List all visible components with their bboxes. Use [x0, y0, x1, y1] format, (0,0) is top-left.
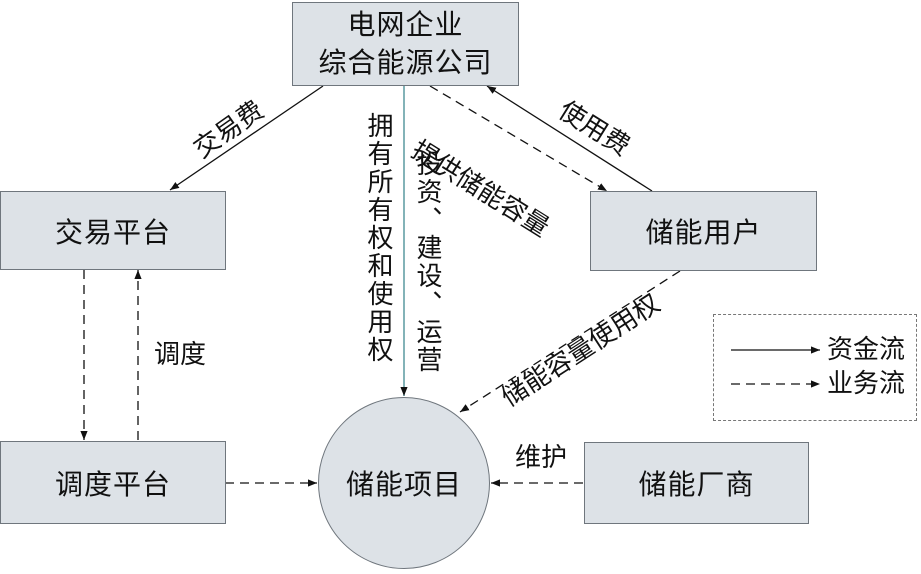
node-dispatch-platform: 调度平台 — [0, 441, 226, 524]
legend — [713, 314, 917, 421]
label-maintenance: 维护 — [515, 443, 568, 473]
node-dispatch-platform-label: 调度平台 — [54, 467, 171, 501]
node-storage-user-label: 储能用户 — [645, 216, 762, 249]
label-ownership: 拥有所有权和使用权 — [363, 112, 393, 364]
label-dispatch: 调度 — [154, 340, 207, 370]
edge-trading-fee — [169, 85, 324, 191]
node-grid-company-line2: 综合能源公司 — [318, 46, 493, 79]
node-trading-platform: 交易平台 — [0, 191, 226, 270]
node-storage-project: 储能项目 — [318, 397, 490, 569]
node-grid-company-line1: 电网企业 — [347, 8, 464, 41]
edge-capacity-right — [459, 270, 681, 413]
label-invest: 投资、建设、运营 — [412, 150, 442, 374]
node-storage-user: 储能用户 — [590, 191, 817, 271]
node-storage-vendor: 储能厂商 — [584, 442, 809, 524]
node-grid-company: 电网企业 综合能源公司 — [292, 2, 519, 86]
node-trading-platform-label: 交易平台 — [54, 215, 171, 249]
edge-provide-capacity — [429, 85, 608, 192]
legend-business-flow: 业务流 — [827, 369, 906, 399]
node-storage-project-label: 储能项目 — [345, 468, 462, 501]
node-storage-vendor-label: 储能厂商 — [638, 468, 755, 501]
legend-fund-flow: 资金流 — [827, 335, 906, 365]
edge-usage-fee — [486, 85, 653, 192]
